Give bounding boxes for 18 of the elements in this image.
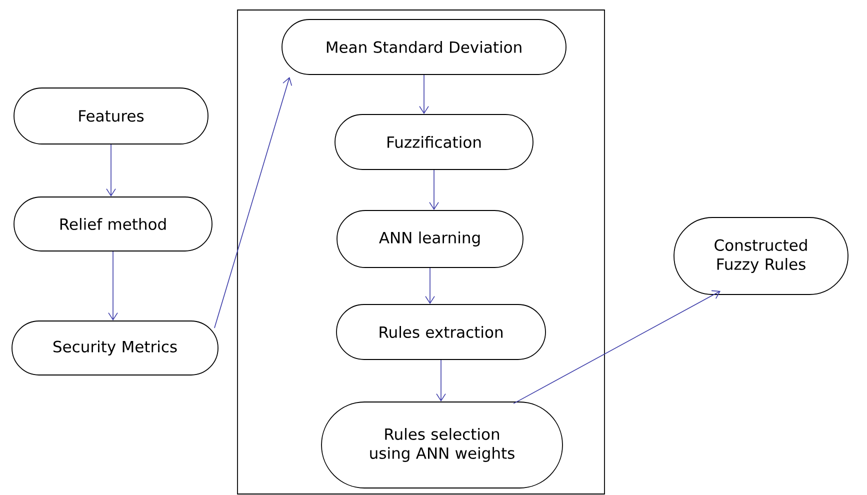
group-frame [237,10,605,494]
arrow [419,74,429,114]
process-box: Rules extraction [336,304,546,360]
process-box: Mean Standard Deviation [282,19,566,75]
arrow [429,170,439,210]
process-box: Security Metrics [12,320,218,376]
process-box: ANN learning [336,210,524,268]
process-box: Rules selection using ANN weights [321,402,563,488]
process-box: Fuzzification [334,114,534,170]
arrow [108,251,118,321]
arrow [513,290,720,404]
process-box: Constructed Fuzzy Rules [674,217,848,295]
arrow [106,144,116,197]
arrow [425,268,435,304]
arrow [436,360,446,402]
process-box: Relief method [14,196,212,252]
process-box: Features [14,88,208,144]
arrow [214,77,292,328]
